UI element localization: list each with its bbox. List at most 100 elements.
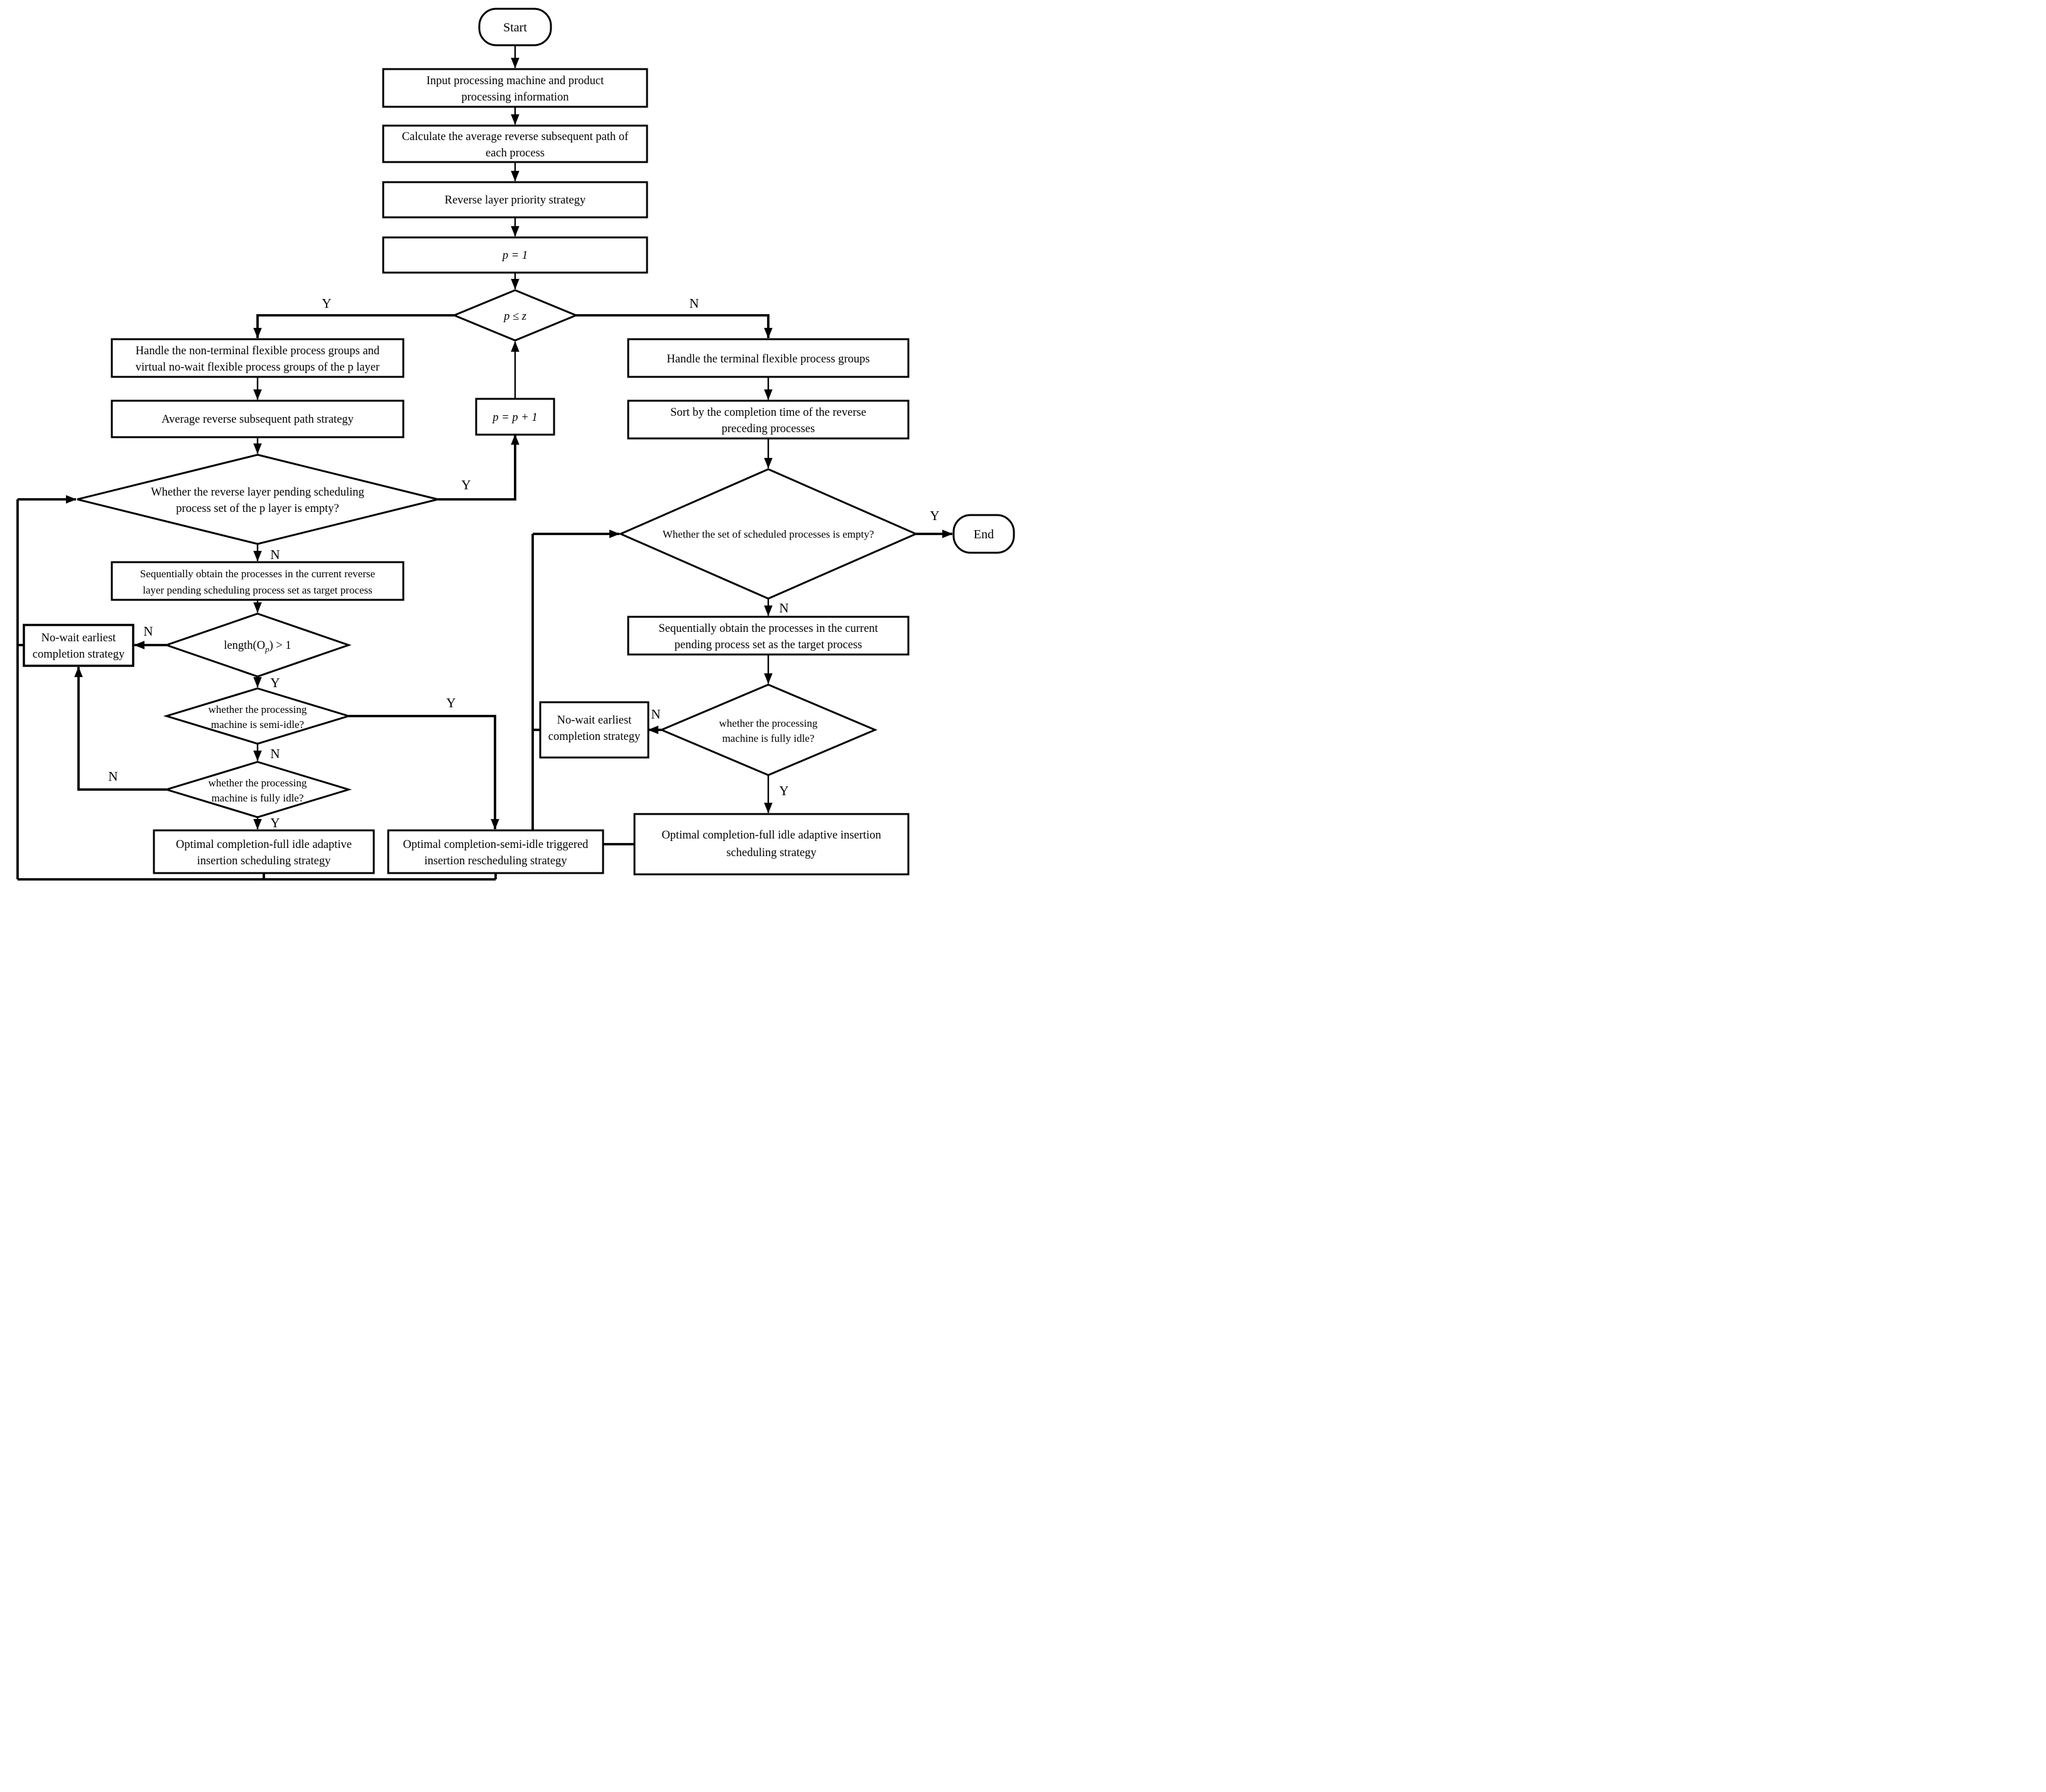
avg-reverse-path-label: Average reverse subsequent path strategy	[161, 413, 354, 426]
calc-path-shape	[382, 124, 648, 163]
scheduled-empty-yes-label: Y	[930, 508, 939, 523]
node-p-le-z: p ≤ z	[452, 289, 579, 342]
node-nowait-right: No-wait earliest completion strategy	[539, 701, 650, 759]
node-handle-terminal: Handle the terminal flexible process gro…	[627, 338, 910, 378]
node-optimal-semi: Optimal completion-semi-idle triggered i…	[387, 829, 604, 874]
node-obtain-reverse: Sequentially obtain the processes in the…	[111, 561, 405, 601]
optimal-full-right-line1: Optimal completion-full idle adaptive in…	[661, 829, 881, 842]
fully-idle-right-yes-label: Y	[779, 783, 788, 798]
edge-semiidle-yes-optimalsemi	[349, 715, 499, 830]
fully-idle-right-line1: whether the processing	[719, 717, 818, 729]
optimal-full-right-line2: scheduling strategy	[726, 847, 817, 859]
p-increment-shape	[475, 398, 555, 436]
semi-idle-yes-label: Y	[446, 695, 455, 710]
pending-empty-line1: Whether the reverse layer pending schedu…	[151, 486, 364, 499]
semi-idle-line1: whether the processing	[209, 703, 307, 715]
length-gt1-label: length(Op) > 1	[224, 639, 291, 654]
semi-idle-no-label: N	[270, 746, 280, 761]
node-optimal-full-left: Optimal completion-full idle adaptive in…	[153, 829, 375, 874]
p-le-z-diamond-shape	[452, 289, 579, 342]
end-label: End	[974, 528, 994, 541]
nowait-right-shape	[539, 701, 650, 759]
sort-completion-shape	[627, 399, 910, 440]
pending-empty-line2: process set of the p layer is empty?	[176, 502, 339, 515]
node-obtain-pending: Sequentially obtain the processes in the…	[627, 616, 910, 656]
fully-idle-left-line1: whether the processing	[209, 777, 307, 789]
length-gt1-yes-label: Y	[270, 675, 280, 690]
obtain-reverse-line2: layer pending scheduling process set as …	[143, 584, 373, 596]
optimal-full-left-line2: insertion scheduling strategy	[197, 855, 331, 867]
node-fully-idle-left: whether the processing machine is fully …	[163, 761, 352, 818]
node-fully-idle-right: whether the processing machine is fully …	[659, 683, 878, 776]
fully-idle-right-diamond-shape	[659, 683, 878, 776]
node-handle-nonterminal: Handle the non-terminal flexible process…	[111, 338, 405, 378]
nowait-left-line1: No-wait earliest	[41, 632, 117, 644]
obtain-pending-line2: pending process set as the target proces…	[675, 639, 862, 651]
input-info-shape	[382, 68, 648, 108]
p-le-z-no-label: N	[689, 296, 699, 311]
node-input-info: Input processing machine and product pro…	[382, 68, 648, 108]
node-reverse-layer-priority: Reverse layer priority strategy	[382, 181, 648, 219]
node-length-gt1: length(Op) > 1	[163, 612, 352, 678]
handle-nonterminal-line2: virtual no-wait flexible process groups …	[136, 361, 379, 374]
semi-idle-line2: machine is semi-idle?	[211, 719, 304, 730]
node-p-init: p = 1	[382, 236, 648, 274]
p-init-shape	[382, 236, 648, 274]
optimal-semi-line1: Optimal completion-semi-idle triggered	[403, 839, 589, 851]
nowait-left-shape	[23, 624, 134, 667]
handle-terminal-shape	[627, 338, 910, 378]
scheduled-empty-no-label: N	[779, 600, 788, 616]
fully-idle-right-no-label: N	[651, 707, 660, 722]
fully-idle-left-yes-label: Y	[270, 815, 280, 830]
pending-empty-yes-label: Y	[461, 477, 471, 492]
node-p-increment: p = p + 1	[475, 398, 555, 436]
avg-reverse-path-shape	[111, 399, 405, 438]
optimal-semi-shape	[387, 829, 604, 874]
start-terminator-shape	[478, 8, 552, 46]
scheduled-empty-label: Whether the set of scheduled processes i…	[663, 528, 874, 540]
optimal-full-left-line1: Optimal completion-full idle adaptive	[176, 839, 352, 851]
handle-terminal-label: Handle the terminal flexible process gro…	[667, 353, 869, 366]
input-info-line2: processing information	[461, 91, 569, 104]
fully-idle-left-line2: machine is fully idle?	[212, 792, 304, 804]
node-scheduled-empty: Whether the set of scheduled processes i…	[618, 468, 918, 600]
sort-completion-line2: preceding processes	[722, 423, 815, 435]
optimal-semi-line2: insertion rescheduling strategy	[424, 855, 567, 867]
semi-idle-diamond-shape	[163, 687, 352, 745]
length-gt1-diamond-shape	[163, 612, 352, 678]
fully-idle-left-diamond-shape	[163, 761, 352, 818]
handle-nonterminal-shape	[111, 338, 405, 378]
edge-pendingempty-yes-pincrement	[438, 434, 520, 501]
pending-empty-diamond-shape	[77, 453, 438, 545]
node-avg-reverse-path: Average reverse subsequent path strategy	[111, 399, 405, 438]
start-label: Start	[503, 21, 527, 35]
pending-empty-no-label: N	[270, 547, 280, 562]
scheduled-empty-diamond-shape	[618, 468, 918, 600]
fully-idle-right-line2: machine is fully idle?	[722, 732, 815, 744]
p-le-z-yes-label: Y	[322, 296, 331, 311]
optimal-full-right-shape	[633, 813, 910, 876]
node-nowait-left: No-wait earliest completion strategy	[23, 624, 134, 667]
nowait-left-line2: completion strategy	[33, 648, 125, 661]
node-start: Start	[478, 8, 552, 46]
nowait-right-line1: No-wait earliest	[557, 714, 633, 727]
p-init-label: p = 1	[501, 249, 528, 262]
input-info-line1: Input processing machine and product	[427, 75, 604, 87]
edge-fullyidle-no-nowait	[74, 666, 166, 791]
optimal-full-left-shape	[153, 829, 375, 874]
length-gt1-no-label: N	[143, 624, 153, 639]
end-terminator-shape	[952, 514, 1015, 554]
flowchart-canvas: Start Input processing machine and produ…	[0, 0, 1023, 896]
flowchart-svg: Start Input processing machine and produ…	[16, 8, 1015, 881]
obtain-reverse-shape	[111, 561, 405, 601]
nowait-right-line2: completion strategy	[548, 730, 641, 743]
reverse-layer-priority-shape	[382, 181, 648, 219]
calc-path-line2: each process	[486, 147, 545, 160]
node-pending-empty: Whether the reverse layer pending schedu…	[77, 453, 438, 545]
node-semi-idle: whether the processing machine is semi-i…	[163, 687, 352, 745]
node-calc-path: Calculate the average reverse subsequent…	[382, 124, 648, 163]
reverse-layer-priority-label: Reverse layer priority strategy	[445, 194, 586, 207]
handle-nonterminal-line1: Handle the non-terminal flexible process…	[136, 345, 380, 357]
edge-plez-yes	[253, 314, 454, 339]
sort-completion-line1: Sort by the completion time of the rever…	[670, 406, 866, 419]
